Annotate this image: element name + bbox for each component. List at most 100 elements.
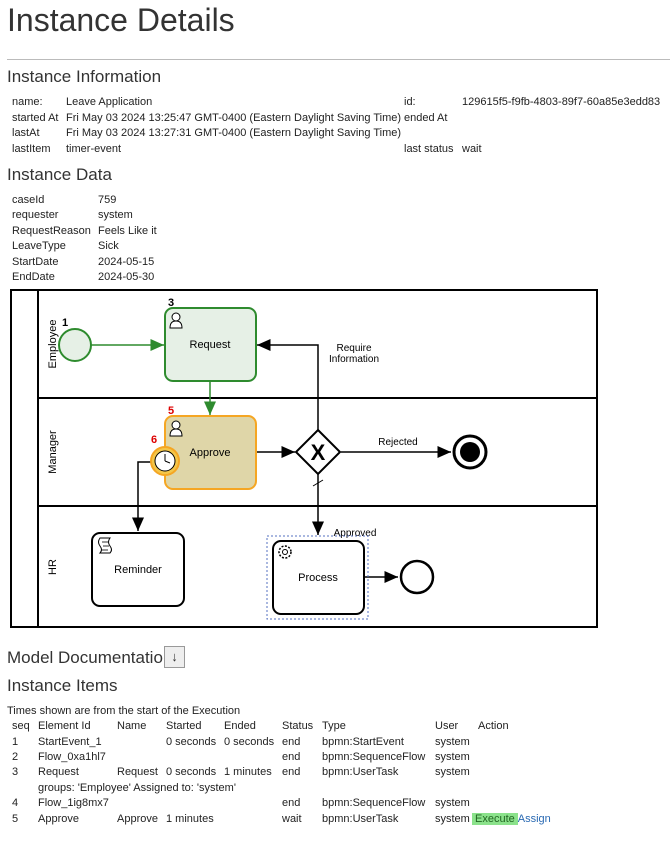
cell-type: bpmn:UserTask [322, 813, 399, 825]
cell-seq: 1 [12, 736, 19, 748]
task-request-label: Request [190, 339, 231, 351]
instance-items-heading: Instance Items [7, 676, 118, 695]
start-event[interactable] [58, 328, 92, 362]
cell-element-id: Flow_0xa1hl7 [38, 751, 106, 763]
approve-badge: 5 [168, 405, 174, 417]
request-badge: 3 [168, 297, 174, 309]
lastitem-label: lastItem [12, 143, 51, 155]
col-header-seq: seq [12, 720, 30, 732]
data-value: system [98, 209, 133, 221]
cell-status: end [282, 736, 301, 748]
task-request[interactable] [164, 307, 257, 382]
timer-icon[interactable] [150, 446, 180, 476]
data-key: LeaveType [12, 240, 66, 252]
groups-note: groups: 'Employee' Assigned to: 'system' [38, 782, 236, 794]
cell-type: bpmn:SequenceFlow [322, 751, 426, 763]
gateway-x-symbol: X [311, 440, 326, 465]
id-value: 129615f5-f9fb-4803-89f7-60a85e3edd83 [462, 96, 661, 108]
page-title: Instance Details [7, 2, 235, 38]
data-key: requester [12, 209, 59, 221]
gear-icon [278, 545, 292, 559]
cell-started: 0 seconds [166, 736, 217, 748]
ended-label: ended At [404, 112, 448, 124]
cell-user: system [435, 766, 470, 778]
lane-employee-label: Employee [47, 320, 59, 369]
cell-element-id: Flow_1ig8mx7 [38, 797, 109, 809]
cell-ended: 0 seconds [224, 736, 275, 748]
cell-started: 0 seconds [166, 766, 217, 778]
flow-label-approved: Approved [334, 528, 377, 539]
flow-label-information: Information [329, 354, 379, 365]
cell-status: end [282, 766, 301, 778]
bpmn-diagram: Employee Manager HR 1 Request 3 Approve … [10, 289, 598, 628]
execute-button[interactable]: Execute [472, 813, 518, 825]
assign-link[interactable]: Assign [517, 813, 551, 825]
laststatus-value: wait [462, 143, 482, 155]
cell-ended: 1 minutes [224, 766, 272, 778]
cell-seq: 4 [12, 797, 19, 809]
flow-label-require: Require [336, 343, 371, 354]
script-icon [98, 537, 112, 554]
name-label: name: [12, 96, 43, 108]
user-icon [169, 420, 183, 437]
task-reminder-label: Reminder [114, 564, 162, 576]
cell-element-id: Request [38, 766, 79, 778]
data-value: 2024-05-15 [98, 256, 155, 268]
cell-type: bpmn:UserTask [322, 766, 399, 778]
data-key: caseId [12, 194, 45, 206]
user-icon [169, 312, 183, 329]
model-documentation-heading: Model Documentation [7, 648, 173, 667]
cell-user: system [435, 797, 470, 809]
col-header-status: Status [282, 720, 314, 732]
data-value: 759 [98, 194, 117, 206]
started-value: Fri May 03 2024 13:25:47 GMT-0400 (Easte… [66, 112, 402, 124]
task-reminder[interactable] [91, 532, 185, 607]
cell-seq: 5 [12, 813, 19, 825]
data-key: StartDate [12, 256, 59, 268]
data-value: Feels Like it [98, 225, 157, 237]
cell-seq: 3 [12, 766, 19, 778]
task-process-label: Process [298, 572, 338, 584]
flow-label-rejected: Rejected [378, 437, 417, 448]
cell-status: end [282, 751, 301, 763]
col-header-type: Type [322, 720, 346, 732]
instance-data-heading: Instance Data [7, 165, 112, 184]
name-value: Leave Application [66, 96, 153, 108]
data-key: RequestReason [12, 225, 91, 237]
col-header-element-id: Element Id [38, 720, 91, 732]
cell-element-id: Approve [38, 813, 79, 825]
exclusive-gateway[interactable] [294, 428, 342, 476]
end-event-process[interactable] [399, 559, 435, 595]
task-process[interactable] [272, 540, 365, 615]
lane-hr-label: HR [47, 559, 59, 575]
col-header-ended: Ended [224, 720, 256, 732]
cell-name: Request [117, 766, 158, 778]
data-key: EndDate [12, 271, 55, 283]
cell-type: bpmn:SequenceFlow [322, 797, 426, 809]
task-approve-label: Approve [190, 447, 231, 459]
col-header-user: User [435, 720, 459, 732]
col-header-action: Action [478, 720, 509, 732]
instance-information-heading: Instance Information [7, 67, 162, 86]
documentation-toggle-button[interactable]: ↓ [164, 646, 185, 668]
laststatus-label: last status [404, 143, 454, 155]
col-header-name: Name [117, 720, 147, 732]
cell-status: end [282, 797, 301, 809]
cell-type: bpmn:StartEvent [322, 736, 404, 748]
cell-seq: 2 [12, 751, 19, 763]
started-label: started At [12, 112, 59, 124]
cell-user: system [435, 813, 470, 825]
cell-element-id: StartEvent_1 [38, 736, 102, 748]
times-note: Times shown are from the start of the Ex… [7, 705, 241, 717]
start-badge: 1 [62, 317, 68, 329]
lastat-label: lastAt [12, 127, 40, 139]
id-label: id: [404, 96, 416, 108]
cell-user: system [435, 736, 470, 748]
col-header-started: Started [166, 720, 202, 732]
cell-status: wait [282, 813, 302, 825]
cell-started: 1 minutes [166, 813, 214, 825]
cell-user: system [435, 751, 470, 763]
lastat-value: Fri May 03 2024 13:27:31 GMT-0400 (Easte… [66, 127, 402, 139]
cell-name: Approve [117, 813, 158, 825]
